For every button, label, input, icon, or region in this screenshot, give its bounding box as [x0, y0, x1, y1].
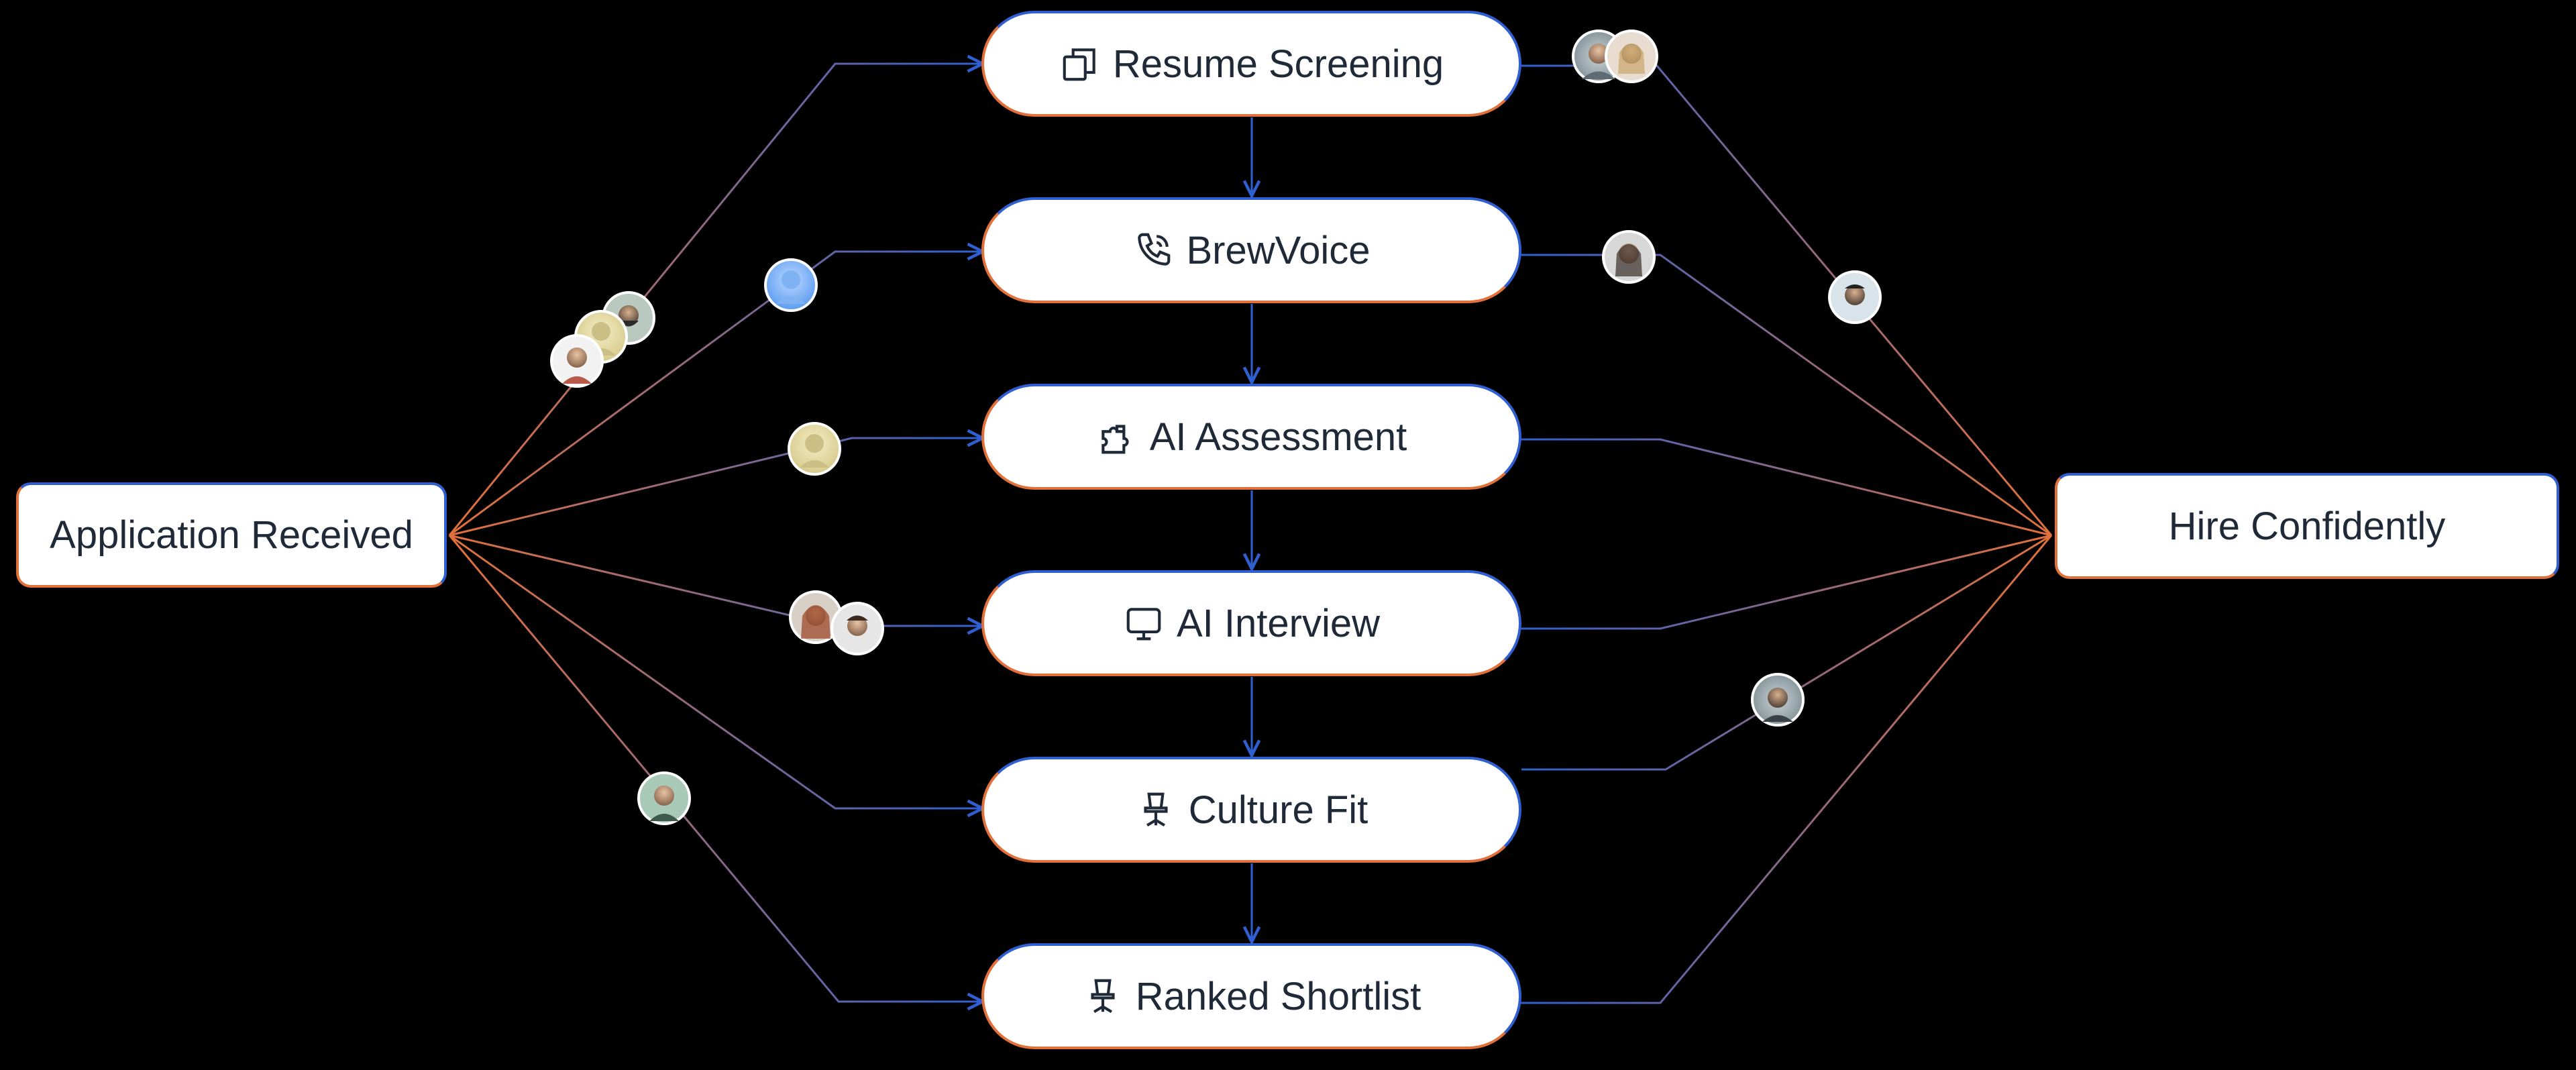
- step-label: AI Interview: [1177, 601, 1380, 645]
- connector-from-ai-interview: [1519, 534, 2052, 630]
- step-ai-assessment: AI Assessment: [981, 384, 1521, 490]
- step-ai-interview: AI Interview: [981, 570, 1521, 676]
- step-label: AI Assessment: [1149, 415, 1407, 459]
- chair-icon: [1135, 789, 1177, 831]
- hire-confidently-node: Hire Confidently: [2055, 473, 2559, 579]
- step-resume-screening: Resume Screening: [981, 11, 1521, 117]
- step-brewvoice: BrewVoice: [981, 197, 1521, 303]
- connector-to-ai-assessment: [449, 438, 983, 537]
- connector-from-brewvoice: [1519, 254, 2052, 537]
- connector-from-ai-assessment: [1519, 438, 2052, 537]
- step-ranked-shortlist: Ranked Shortlist: [981, 943, 1521, 1049]
- step-label: BrewVoice: [1186, 228, 1371, 272]
- connector-from-resume-screening: [1519, 64, 2053, 536]
- step-culture-fit: Culture Fit: [981, 757, 1521, 863]
- chair-icon: [1082, 975, 1124, 1017]
- connector-to-resume-screening: [448, 64, 983, 536]
- application-received-label: Application Received: [50, 513, 413, 557]
- step-label: Resume Screening: [1112, 42, 1444, 86]
- application-received-node: Application Received: [16, 482, 447, 588]
- copy-icon: [1059, 43, 1101, 85]
- monitor-icon: [1123, 602, 1165, 644]
- step-label: Ranked Shortlist: [1135, 974, 1421, 1018]
- connector-from-ranked-shortlist: [1519, 535, 2053, 1004]
- connector-to-culture-fit: [449, 534, 983, 808]
- phone-icon: [1132, 229, 1174, 271]
- connector-to-brewvoice: [449, 252, 983, 537]
- connector-to-ai-interview: [449, 534, 983, 626]
- connector-from-culture-fit: [1521, 534, 2052, 771]
- connector-to-ranked-shortlist: [448, 535, 983, 1002]
- hire-confidently-label: Hire Confidently: [2168, 504, 2446, 548]
- step-label: Culture Fit: [1188, 788, 1368, 832]
- puzzle-icon: [1096, 416, 1138, 458]
- left-connectors: [448, 64, 983, 1002]
- right-connectors: [1519, 64, 2053, 1004]
